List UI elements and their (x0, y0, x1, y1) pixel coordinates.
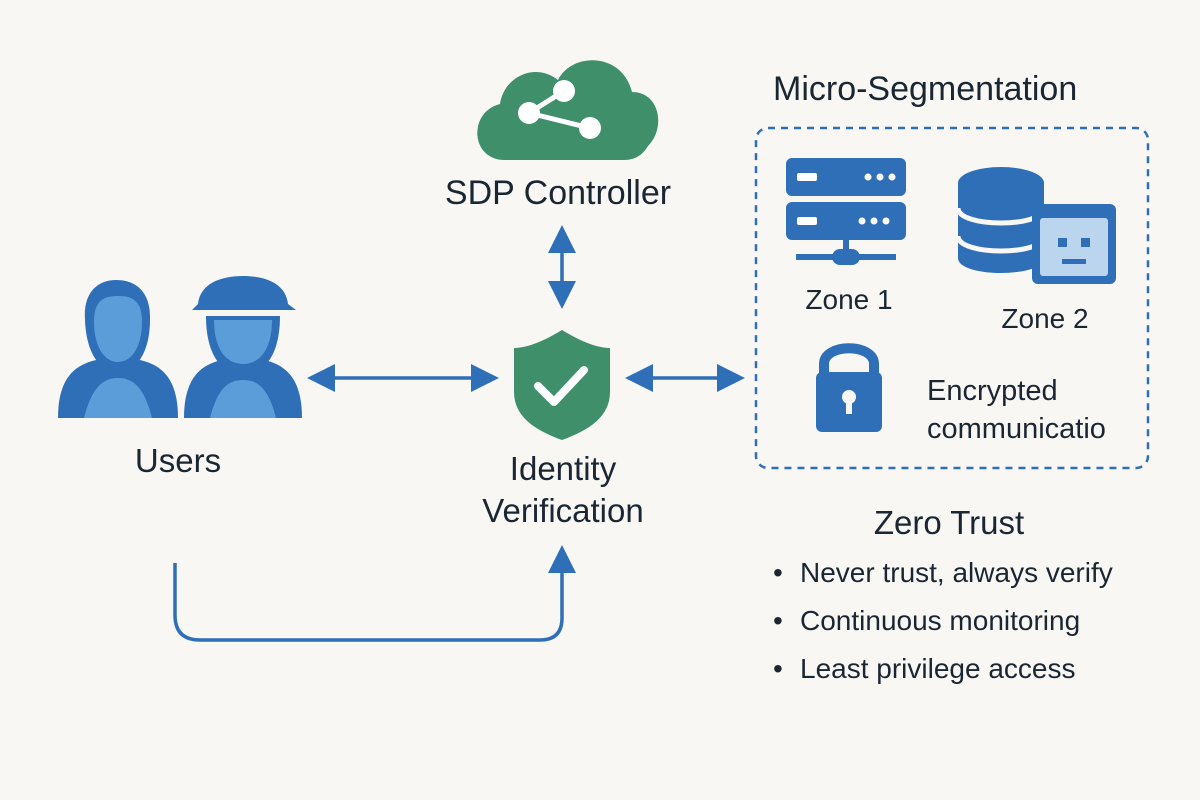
identity-label-line1: Identity (509, 450, 617, 487)
users-label: Users (134, 442, 222, 479)
zero-trust-list: • Never trust, always verify • Continuous … (773, 556, 1113, 700)
list-item: • Continuous monitoring (773, 604, 1113, 652)
database-icon (955, 167, 1116, 284)
sdp-controller-label: SDP Controller (444, 174, 672, 212)
shield-check-icon (514, 330, 610, 440)
lock-icon (816, 343, 882, 432)
encrypted-label-line1: Encrypted (927, 375, 1058, 407)
users-icon (58, 276, 302, 418)
list-item: • Never trust, always verify (773, 556, 1113, 604)
encrypted-label-line2: communicatio (927, 413, 1106, 445)
bullet: • (773, 605, 783, 636)
encrypted-communication-label: Encrypted communicatio (927, 372, 1106, 448)
list-item: • Least privilege access (773, 652, 1113, 700)
zone-1-label: Zone 1 (805, 284, 893, 315)
identity-verification-label: Identity Verification (482, 448, 643, 532)
list-item-text: Continuous monitoring (800, 605, 1081, 636)
users-loop-arrow (173, 545, 576, 642)
micro-segmentation-box (754, 126, 1150, 470)
micro-segmentation-title: Micro-Segmentation (773, 70, 1078, 108)
zone-2-label: Zone 2 (1001, 303, 1089, 334)
identity-label-line2: Verification (482, 492, 644, 529)
zero-trust-title: Zero Trust (873, 504, 1025, 541)
bullet: • (773, 557, 783, 588)
list-item-text: Least privilege access (800, 653, 1076, 684)
server-icon (786, 158, 906, 265)
list-item-text: Never trust, always verify (800, 557, 1113, 588)
cloud-share-icon (477, 60, 659, 160)
bullet: • (773, 653, 783, 684)
